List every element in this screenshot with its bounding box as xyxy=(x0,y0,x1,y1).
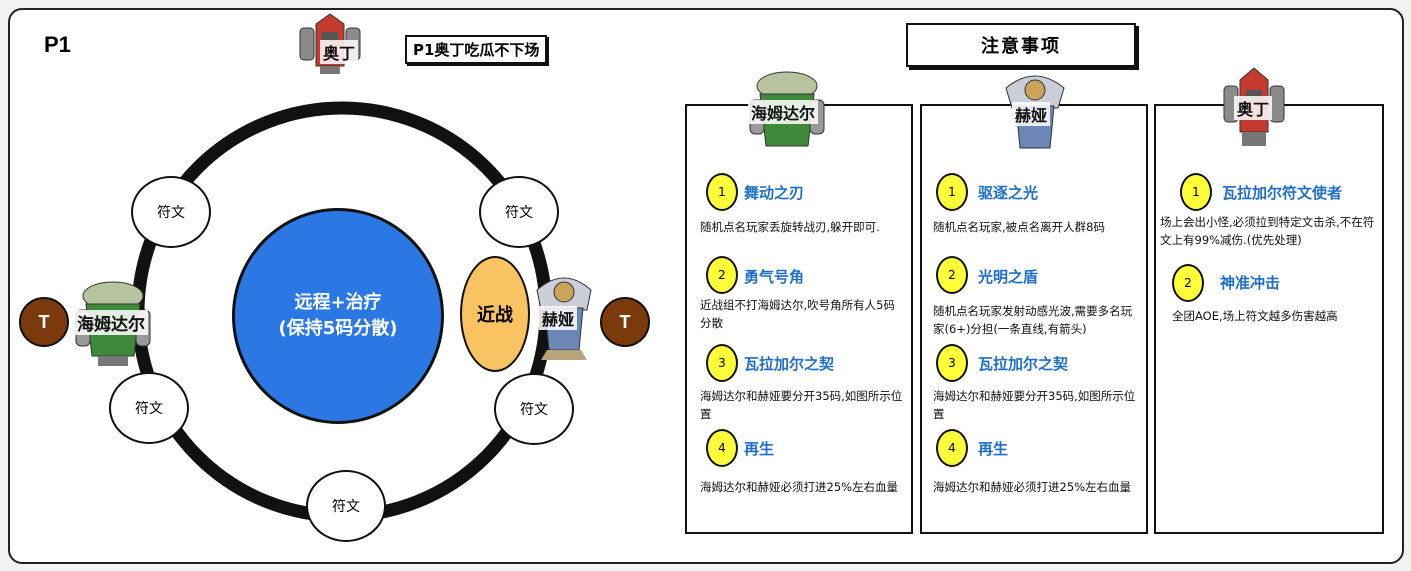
ability-marker: 1 xyxy=(936,173,968,211)
rune-bottom: 符文 xyxy=(306,470,386,542)
ability-desc: 随机点名玩家丢旋转战刃,躲开即可. xyxy=(700,220,880,234)
column-hyrja-portrait: 赫娅 xyxy=(1000,68,1070,160)
ability-marker: 2 xyxy=(706,256,738,294)
boss-note: P1奥丁吃瓜不下场 xyxy=(405,35,548,64)
rune-label: 符文 xyxy=(332,499,360,515)
rune-label: 符文 xyxy=(157,205,185,221)
ability-marker: 1 xyxy=(706,173,738,211)
tank-marker-left: T xyxy=(19,297,69,347)
ability-name: 瓦拉加尔之契 xyxy=(744,355,835,373)
ranged-zone-line1: 远程+治疗 xyxy=(294,291,382,313)
ability-desc: 随机点名玩家发射动感光波,需要多名玩家(6+)分担(一条直线,有箭头) xyxy=(933,304,1133,336)
ability-marker: 1 xyxy=(1180,173,1212,211)
ability-desc: 海姆达尔和赫娅要分开35码,如图所示位置 xyxy=(933,389,1136,421)
ability-marker: 3 xyxy=(706,344,738,382)
notice-title: 注意事项 xyxy=(906,23,1136,67)
ability-desc: 随机点名玩家,被点名离开人群8码 xyxy=(933,220,1105,234)
tank-label: T xyxy=(619,311,631,332)
ability-name: 神准冲击 xyxy=(1220,274,1281,292)
ability-name: 勇气号角 xyxy=(744,268,805,286)
ability-marker: 2 xyxy=(936,256,968,294)
ability-desc: 海姆达尔和赫娅要分开35码,如图所示位置 xyxy=(700,389,903,421)
rune-label: 符文 xyxy=(520,402,548,418)
rune-label: 符文 xyxy=(505,205,533,221)
column-hymdall-title: 海姆达尔 xyxy=(748,100,819,124)
rune-top-right: 符文 xyxy=(479,176,559,248)
ability-desc: 海姆达尔和赫娅必须打进25%左右血量 xyxy=(700,480,899,494)
ability-marker: 3 xyxy=(936,344,968,382)
ability-marker: 4 xyxy=(936,429,968,467)
ability-desc: 近战组不打海姆达尔,吹号角所有人5码分散 xyxy=(700,298,895,330)
ability-name: 驱逐之光 xyxy=(978,184,1039,202)
ranged-zone-line2: (保持5码分散) xyxy=(278,318,398,339)
phase-label: P1 xyxy=(44,32,71,57)
ranged-healer-zone: 远程+治疗 (保持5码分散) xyxy=(232,208,444,424)
tank-label: T xyxy=(38,311,50,332)
boss-label-hymdall: 海姆达尔 xyxy=(74,310,148,335)
ability-name: 再生 xyxy=(978,440,1009,458)
ability-name: 再生 xyxy=(744,440,775,458)
ability-desc: 海姆达尔和赫娅必须打进25%左右血量 xyxy=(933,480,1132,494)
ability-marker: 2 xyxy=(1172,264,1204,302)
tank-marker-right: T xyxy=(600,297,650,347)
boss-hymdall-arena: 海姆达尔 xyxy=(68,274,158,370)
ability-desc: 场上会出小怪,必须拉到特定文击杀,不在符文上有99%减伤.(优先处理) xyxy=(1160,215,1375,247)
ability-name: 舞动之刃 xyxy=(744,184,805,202)
column-hyrja-title: 赫娅 xyxy=(1012,102,1051,126)
boss-odyn-top: 奥丁 xyxy=(296,10,364,78)
column-odyn-title: 奥丁 xyxy=(1234,96,1273,120)
melee-zone: 近战 xyxy=(460,256,530,372)
rune-top-left: 符文 xyxy=(131,176,211,248)
boss-label-hyrja: 赫娅 xyxy=(539,306,578,330)
column-odyn-portrait: 奥丁 xyxy=(1220,66,1288,158)
rune-bottom-left: 符文 xyxy=(109,372,189,444)
rune-label: 符文 xyxy=(135,401,163,417)
ability-name: 瓦拉加尔符文使者 xyxy=(1222,184,1343,202)
ability-desc: 全团AOE,场上符文越多伤害越高 xyxy=(1172,309,1338,323)
melee-label: 近战 xyxy=(477,305,513,326)
boss-hyrja-arena: 赫娅 xyxy=(531,270,597,362)
column-hymdall-portrait: 海姆达尔 xyxy=(742,66,832,158)
ability-marker: 4 xyxy=(706,429,738,467)
rune-bottom-right: 符文 xyxy=(494,373,574,445)
ability-name: 瓦拉加尔之契 xyxy=(978,355,1069,373)
boss-label-odyn: 奥丁 xyxy=(320,40,359,64)
ability-name: 光明之盾 xyxy=(978,268,1039,286)
